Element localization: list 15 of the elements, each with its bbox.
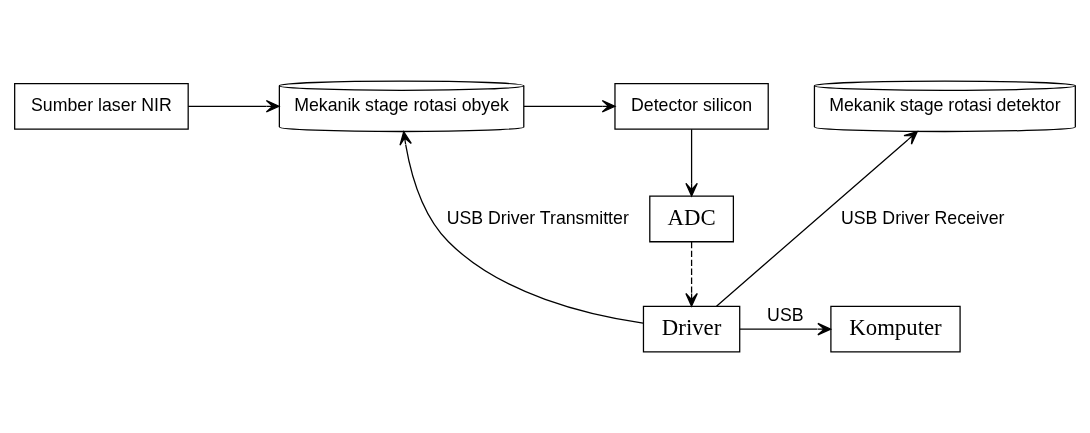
arrow xyxy=(187,100,280,113)
arrow xyxy=(715,130,918,307)
node-box: Detector silicon xyxy=(614,82,769,130)
edge-label: USB Driver Receiver xyxy=(840,207,1005,228)
node-box: Driver xyxy=(642,305,741,353)
arrow xyxy=(685,241,698,307)
arrow xyxy=(739,322,832,336)
edge-label: USB Driver Transmitter xyxy=(446,207,629,228)
arrow xyxy=(523,100,616,113)
node-box: Komputer xyxy=(830,305,961,353)
edge-label: USB xyxy=(767,304,804,325)
arrow xyxy=(685,128,698,197)
node-box: ADC xyxy=(649,195,734,243)
node-box: Sumber laser NIR xyxy=(14,82,189,130)
arrow xyxy=(399,131,644,324)
